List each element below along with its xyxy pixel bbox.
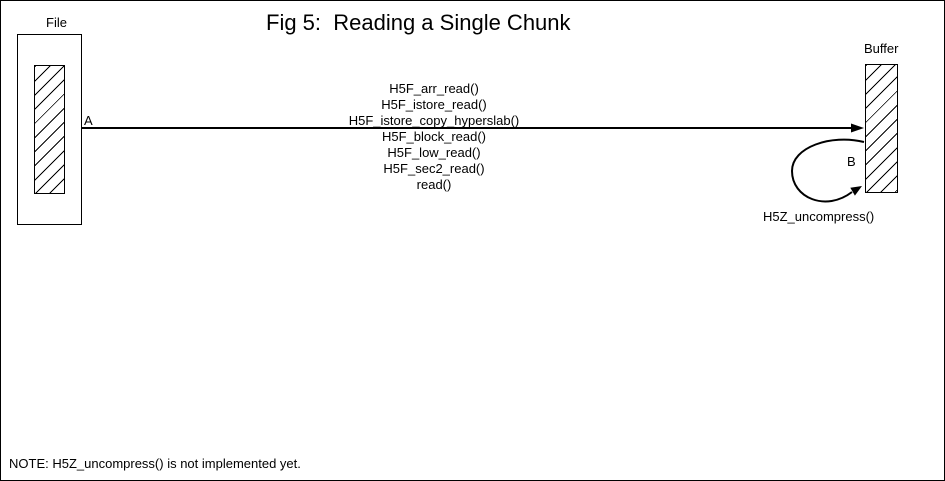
- buffer-hatched-rect: [865, 64, 898, 193]
- call-stack-line: H5F_arr_read(): [389, 81, 479, 96]
- figure-title: Fig 5: Reading a Single Chunk: [266, 10, 571, 35]
- call-stack-line: H5F_low_read(): [387, 145, 481, 160]
- arrow-b-label: B: [847, 154, 856, 169]
- file-label: File: [46, 15, 67, 30]
- footnote: NOTE: H5Z_uncompress() is not implemente…: [9, 456, 301, 471]
- call-stack-line: H5F_block_read(): [381, 129, 487, 144]
- read-arrow-head-icon: [851, 123, 864, 133]
- buffer-label: Buffer: [864, 41, 899, 56]
- call-stack-line: H5F_istore_read(): [381, 97, 487, 112]
- uncompress-loop-arrow-head-icon: [850, 186, 862, 196]
- uncompress-function-label: H5Z_uncompress(): [763, 209, 875, 224]
- call-stack-line: H5F_sec2_read(): [383, 161, 485, 176]
- arrow-a-label: A: [84, 113, 93, 128]
- uncompress-loop-arrow-line: [790, 138, 865, 203]
- call-stack-line: H5F_istore_copy_hyperslab(): [348, 113, 520, 128]
- file-chunk-hatched-rect: [34, 65, 65, 194]
- read-call-stack: H5F_arr_read() H5F_istore_read() H5F_ist…: [234, 81, 634, 193]
- call-stack-line: read(): [416, 177, 452, 192]
